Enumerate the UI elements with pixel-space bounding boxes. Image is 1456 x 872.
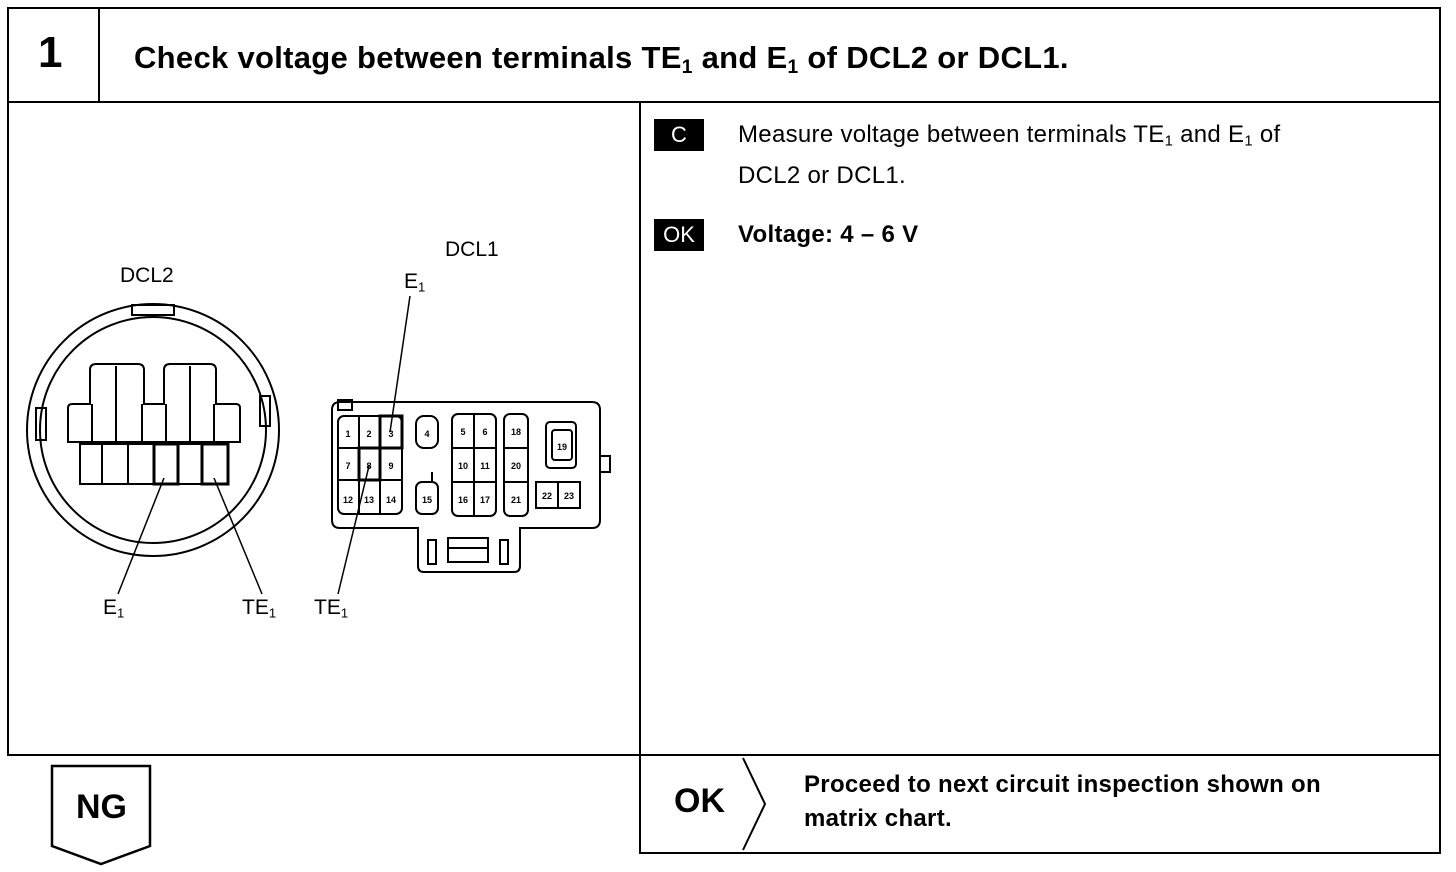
step-title: Check voltage between terminals TE1 and … (134, 40, 1069, 78)
dcl1-label: DCL1 (445, 238, 499, 261)
dcl2-key-left (35, 407, 47, 441)
dcl1-latch (447, 537, 489, 563)
ok-branch-box (639, 754, 1441, 854)
dcl1-te1-leader (337, 465, 370, 595)
dcl1-te1-label: TE1 (314, 596, 349, 621)
terminal-label: 12 (343, 495, 353, 505)
dcl1-block-c (503, 413, 529, 517)
dcl1-key-left (337, 399, 353, 411)
ng-label: NG (76, 788, 127, 826)
terminal-label: 18 (511, 427, 521, 437)
spec-text: Voltage: 4 – 6 V (738, 221, 919, 248)
terminal-label: 5 (460, 427, 465, 437)
ok-arrow-shape (742, 757, 767, 851)
terminal-label: 9 (388, 461, 393, 471)
terminal-label: 14 (386, 495, 396, 505)
terminal-label: 10 (458, 461, 468, 471)
dcl2-label: DCL2 (120, 264, 174, 287)
dcl1-key-right (599, 455, 611, 473)
terminal-label: 21 (511, 495, 521, 505)
terminal-label: 7 (345, 461, 350, 471)
dcl2-inner-ring (39, 316, 267, 544)
dcl2-te1-terminal (200, 442, 230, 486)
dcl1-e1-leader (389, 295, 411, 433)
dcl1-e1-terminal (378, 414, 404, 450)
content-divider (639, 101, 641, 756)
dcl2-key-right (259, 395, 271, 427)
terminal-label: 1 (345, 429, 350, 439)
dcl2-e1-leader (117, 477, 165, 595)
dcl2-cavity-upper (67, 363, 241, 443)
dcl2-e1-label: E1 (103, 596, 125, 621)
terminal-label: 4 (424, 429, 429, 439)
terminal-label: 13 (364, 495, 374, 505)
step-divider (98, 7, 100, 103)
terminal-label: 17 (480, 495, 490, 505)
terminal-label: 6 (482, 427, 487, 437)
terminal-label: 15 (422, 495, 432, 505)
terminal-label: 20 (511, 461, 521, 471)
terminal-label: 2 (366, 429, 371, 439)
terminal-label: 8 (366, 461, 371, 471)
terminal-label: 3 (388, 429, 393, 439)
dcl1-te-terminal (357, 446, 382, 482)
connector-diagram: 1 2 3 4 5 6 18 7 8 9 10 11 20 12 13 14 1… (26, 295, 611, 595)
dcl1-block-a (337, 415, 403, 515)
dcl1-block-15 (415, 481, 439, 515)
ng-branch-shape (50, 764, 152, 866)
terminal-label: 19 (557, 442, 567, 452)
dcl2-outer-ring (26, 303, 280, 557)
dcl1-block-19 (545, 421, 577, 469)
ok-label: OK (674, 782, 725, 820)
dcl1-e1-label: E1 (404, 270, 426, 295)
terminal-label: 16 (458, 495, 468, 505)
ok-branch-text: Proceed to next circuit inspection shown… (804, 771, 1321, 832)
terminal-label: 23 (564, 491, 574, 501)
terminal-label: 11 (480, 461, 490, 471)
terminal-label: 22 (542, 491, 552, 501)
instruction-text: Measure voltage between terminals TE1 an… (738, 121, 1281, 189)
dcl1-block-4 (415, 415, 439, 449)
dcl2-te1-label: TE1 (242, 596, 277, 621)
dcl2-e1-terminal (152, 442, 180, 486)
dcl2-key-top (131, 304, 175, 316)
step-number: 1 (38, 28, 63, 77)
dcl1-body (331, 401, 601, 573)
spec-tag: OK (654, 219, 704, 251)
instruction-tag: C (654, 119, 704, 151)
dcl2-te1-leader (213, 477, 263, 595)
